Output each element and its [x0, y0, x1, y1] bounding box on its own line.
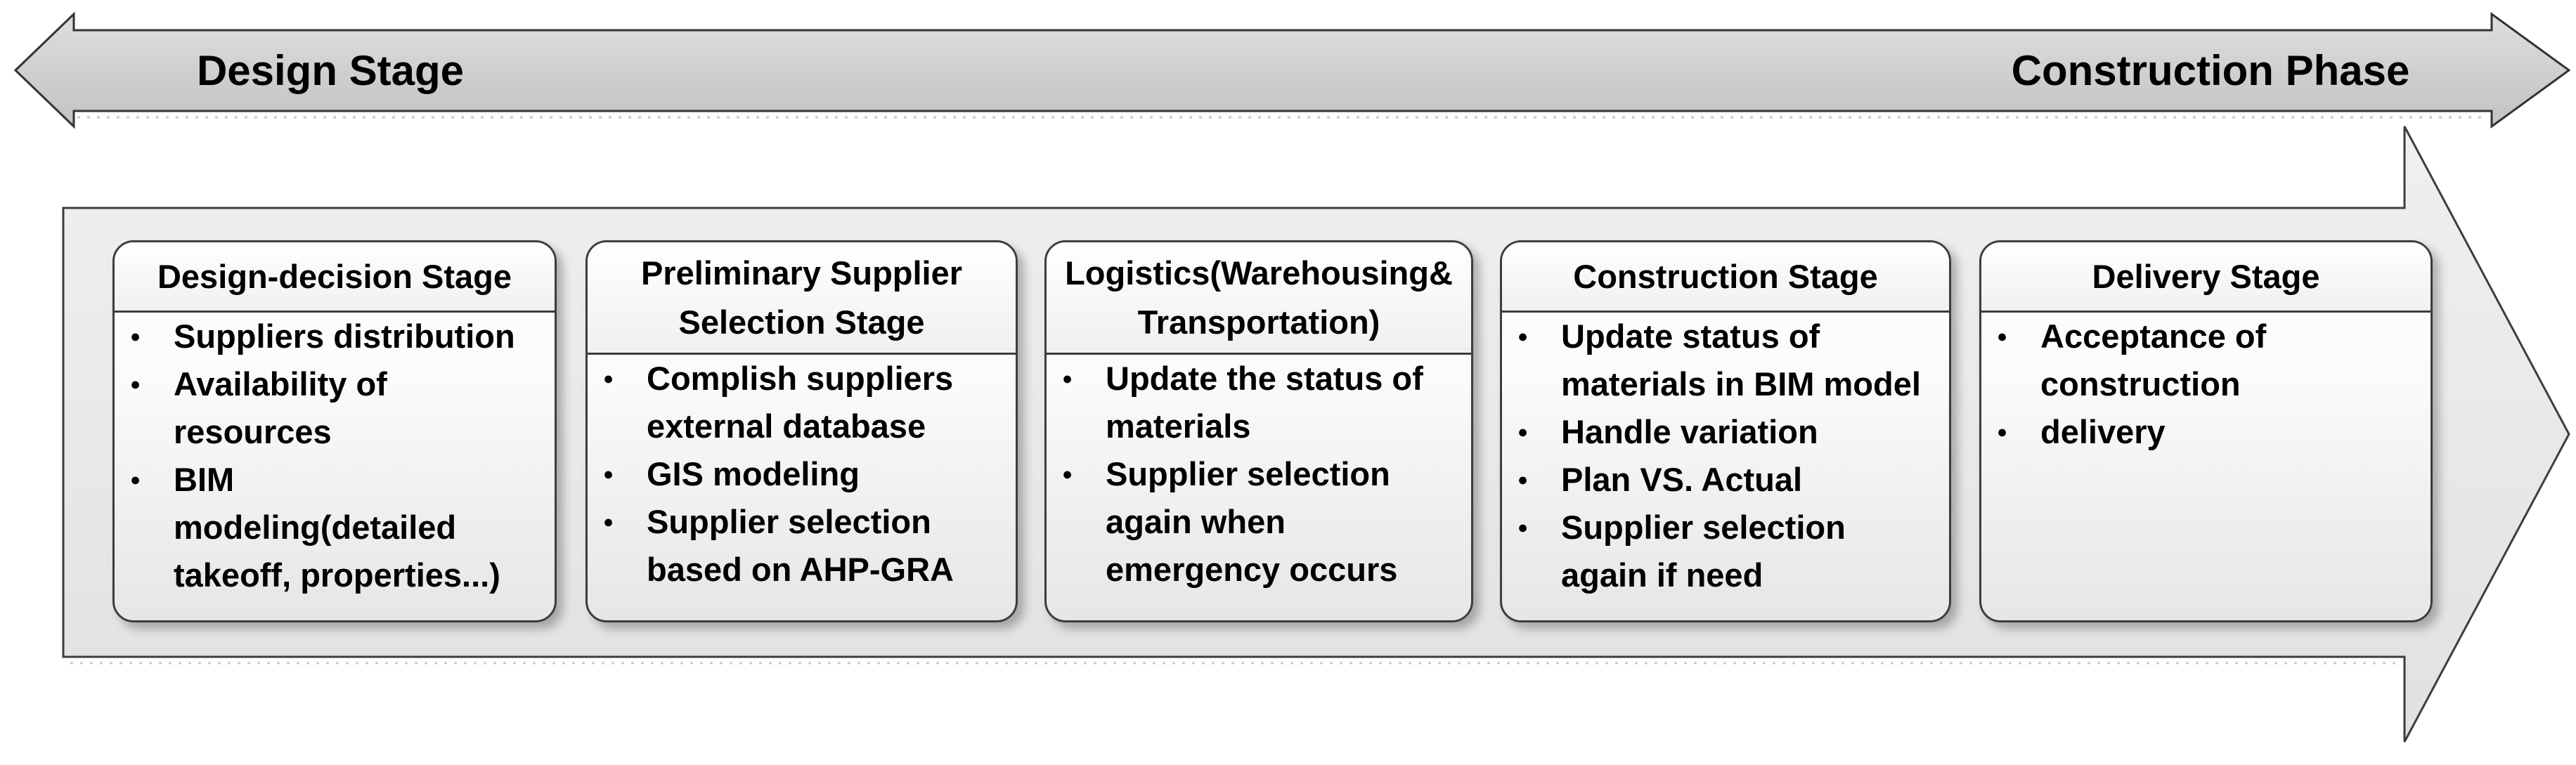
bullet-item: Availability of resources: [115, 360, 548, 456]
stage-bullet-list: Acceptance of construction delivery: [1981, 313, 2431, 456]
bullet-item: GIS modeling: [588, 450, 1009, 498]
bullet-item: Supplier selection again if need: [1502, 504, 1942, 599]
bullet-item: Supplier selection based on AHP-GRA: [588, 498, 1009, 594]
stage-box-preliminary-supplier-selection: Preliminary Supplier Selection Stage Com…: [585, 240, 1018, 622]
bullet-item: Suppliers distribution: [115, 313, 548, 360]
stage-box-design-decision: Design-decision Stage Suppliers distribu…: [112, 240, 557, 622]
stage-box-title: Delivery Stage: [1981, 242, 2431, 313]
stage-bullet-list: Complish suppliers external database GIS…: [588, 355, 1016, 594]
stage-bullet-list: Suppliers distribution Availability of r…: [115, 313, 555, 599]
bullet-item: Handle variation: [1502, 408, 1942, 456]
stage-box-construction: Construction Stage Update status of mate…: [1500, 240, 1951, 622]
stage-bullet-list: Update status of materials in BIM model …: [1502, 313, 1949, 599]
bullet-item: Update status of materials in BIM model: [1502, 313, 1942, 408]
timeline-label-design-stage: Design Stage: [196, 47, 465, 94]
bullet-item: Plan VS. Actual: [1502, 456, 1942, 504]
bullet-item: Acceptance of construction: [1981, 313, 2423, 408]
stage-box-title: Logistics(Warehousing& Transportation): [1047, 242, 1471, 355]
stage-box-logistics: Logistics(Warehousing& Transportation) U…: [1044, 240, 1473, 622]
bullet-item: Complish suppliers external database: [588, 355, 1009, 450]
timeline-double-arrow-shape: [13, 11, 2571, 129]
stage-box-title: Design-decision Stage: [115, 242, 555, 313]
stage-box-delivery: Delivery Stage Acceptance of constructio…: [1979, 240, 2433, 622]
stage-bullet-list: Update the status of materials Supplier …: [1047, 355, 1471, 594]
bullet-item: Supplier selection again when emergency …: [1047, 450, 1464, 594]
stage-box-title: Construction Stage: [1502, 242, 1949, 313]
bullet-item: BIM modeling(detailed takeoff, propertie…: [115, 456, 548, 599]
stage-box-title: Preliminary Supplier Selection Stage: [588, 242, 1016, 355]
bullet-item: Update the status of materials: [1047, 355, 1464, 450]
bullet-item: delivery: [1981, 408, 2423, 456]
timeline-label-construction-phase: Construction Phase: [2011, 47, 2410, 94]
